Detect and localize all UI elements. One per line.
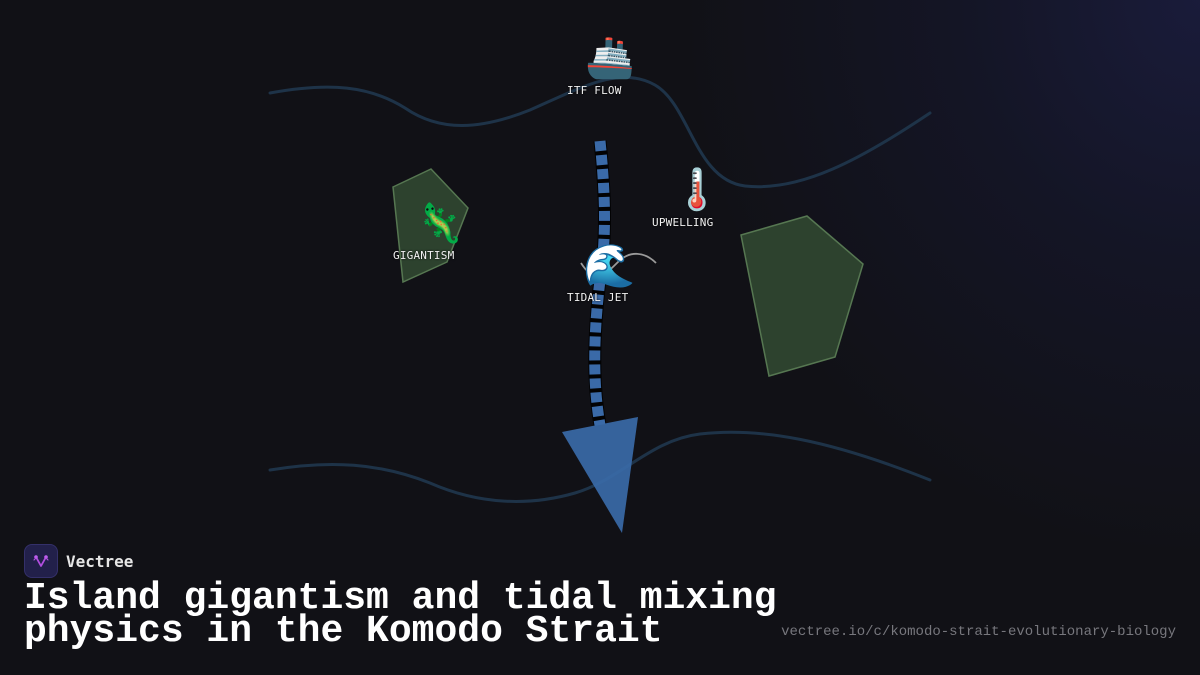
flow-arrow-shaft-dashes (589, 140, 610, 426)
thermometer-icon: 🌡️ (672, 167, 722, 213)
ship-icon: 🚢 (585, 35, 635, 81)
vectree-logo-icon (24, 544, 58, 578)
title-line-1: Island gigantism and tidal mixing (24, 577, 777, 620)
brand-name: Vectree (66, 551, 134, 571)
page-title: Island gigantism and tidal mixing physic… (24, 580, 777, 651)
brand: Vectree (24, 544, 133, 578)
current-line-top (268, 75, 932, 189)
island-small (392, 168, 469, 284)
title-line-2: physics in the Komodo Strait (24, 610, 663, 653)
node-label-itf-flow: ITF FLOW (567, 84, 622, 97)
island-large (740, 215, 864, 377)
source-url[interactable]: vectree.io/c/komodo-strait-evolutionary-… (781, 624, 1176, 640)
node-label-gigantism: GIGANTISM (393, 249, 455, 262)
current-line-bottom (268, 430, 932, 503)
lizard-icon: 🦎 (416, 201, 464, 245)
node-label-tidal-jet: TIDAL JET (567, 291, 629, 304)
node-label-upwelling: UPWELLING (652, 216, 714, 229)
flow-arrow-head (562, 417, 638, 533)
tidal-swirl (580, 252, 657, 277)
water-wave-icon: 🌊 (583, 241, 636, 290)
